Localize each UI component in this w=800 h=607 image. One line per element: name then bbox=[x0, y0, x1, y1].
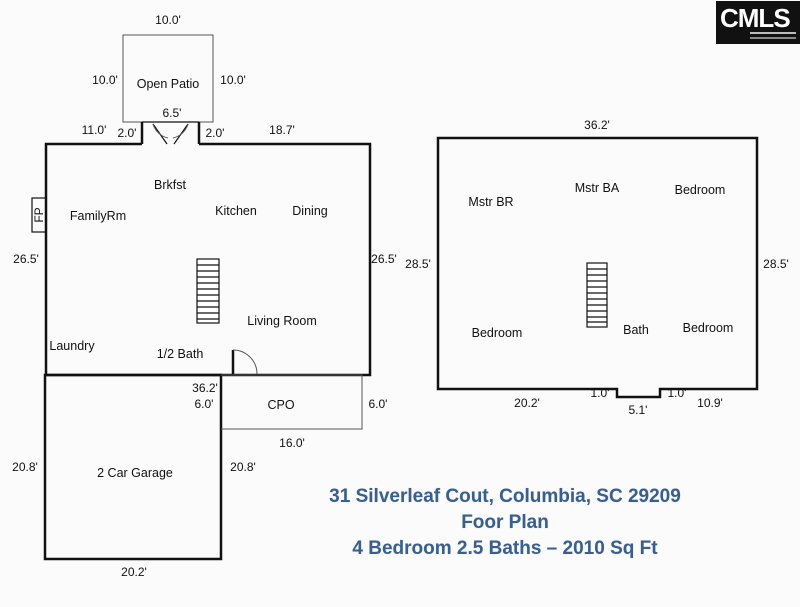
patio-top-dim: 10.0' bbox=[155, 13, 181, 27]
patio-door-dim: 6.5' bbox=[163, 106, 182, 120]
sf-left-dim: 28.5' bbox=[405, 257, 431, 271]
left-dim: 26.5' bbox=[13, 252, 39, 266]
patio-label: Open Patio bbox=[137, 77, 200, 91]
patio-left-dim: 10.0' bbox=[92, 73, 118, 87]
bath-label: Bath bbox=[623, 323, 649, 337]
bedroom-left-label: Bedroom bbox=[472, 326, 523, 340]
dining-label: Dining bbox=[292, 204, 327, 218]
cmls-logo: CMLS bbox=[716, 1, 800, 44]
stairs-second-floor bbox=[586, 262, 608, 328]
sf-bottom-left-dim: 20.2' bbox=[514, 396, 540, 410]
bedroom-right-label: Bedroom bbox=[683, 321, 734, 335]
sf-notch-left-dim: 1.0' bbox=[591, 386, 610, 400]
second-floor-walls bbox=[436, 136, 759, 399]
first-floor: FP 10.0' 10.0' 10.0' Open Patio 6.5' bbox=[12, 13, 397, 579]
bottom-right-dim: 36.2' bbox=[192, 381, 218, 395]
cpo-bottom-dim: 16.0' bbox=[279, 436, 305, 450]
cpo-label: CPO bbox=[267, 398, 294, 412]
sf-notch-right-dim: 1.0' bbox=[668, 386, 687, 400]
garage-walls bbox=[43, 373, 223, 561]
garage-label: 2 Car Garage bbox=[97, 466, 173, 480]
caption-summary: 4 Bedroom 2.5 Baths – 2010 Sq Ft bbox=[352, 538, 658, 559]
mstr-ba-label: Mstr BA bbox=[575, 181, 620, 195]
listing-caption: 31 Silverleaf Cout, Columbia, SC 29209 F… bbox=[270, 484, 740, 562]
cpo-outline bbox=[221, 374, 363, 430]
caption-address: 31 Silverleaf Cout, Columbia, SC 29209 bbox=[329, 486, 681, 507]
kitchen-label: Kitchen bbox=[215, 204, 257, 218]
top-right-inner-dim: 2.0' bbox=[206, 126, 225, 140]
mstr-br-label: Mstr BR bbox=[468, 195, 513, 209]
brkfst-label: Brkfst bbox=[154, 178, 186, 192]
second-floor: 36.2' 28.5' 28.5' 20.2' 1.0' 1.0' 5.1' 1… bbox=[405, 118, 789, 417]
half-bath-door bbox=[231, 349, 258, 375]
caption-subtitle: Foor Plan bbox=[461, 512, 549, 533]
family-room-label: FamilyRm bbox=[70, 209, 126, 223]
sf-top-dim: 36.2' bbox=[584, 118, 610, 132]
fireplace-outline bbox=[31, 197, 47, 233]
fireplace-label: FP bbox=[32, 207, 46, 222]
bedroom-top-label: Bedroom bbox=[675, 183, 726, 197]
stairs-first-floor bbox=[196, 258, 220, 324]
garage-bottom-dim: 20.2' bbox=[121, 565, 147, 579]
sf-bottom-right-dim: 10.9' bbox=[697, 396, 723, 410]
top-left-dim: 11.0' bbox=[82, 123, 107, 137]
top-right-dim: 18.7' bbox=[269, 123, 295, 137]
garage-left-dim: 20.8' bbox=[12, 460, 38, 474]
cpo-right-dim: 6.0' bbox=[369, 397, 388, 411]
patio-right-dim: 10.0' bbox=[220, 73, 246, 87]
half-bath-label: 1/2 Bath bbox=[157, 347, 204, 361]
laundry-label: Laundry bbox=[49, 339, 95, 353]
logo-stripe bbox=[750, 37, 796, 39]
top-left-inner-dim: 2.0' bbox=[118, 126, 137, 140]
logo-stripe bbox=[750, 32, 796, 34]
patio-door bbox=[140, 121, 201, 145]
cpo-left-dim: 6.0' bbox=[195, 397, 214, 411]
living-room-label: Living Room bbox=[247, 314, 316, 328]
sf-notch-dim: 5.1' bbox=[629, 403, 648, 417]
right-dim: 26.5' bbox=[371, 252, 397, 266]
logo-text: CMLS bbox=[720, 3, 791, 33]
sf-right-dim: 28.5' bbox=[763, 257, 789, 271]
garage-right-dim: 20.8' bbox=[230, 460, 256, 474]
